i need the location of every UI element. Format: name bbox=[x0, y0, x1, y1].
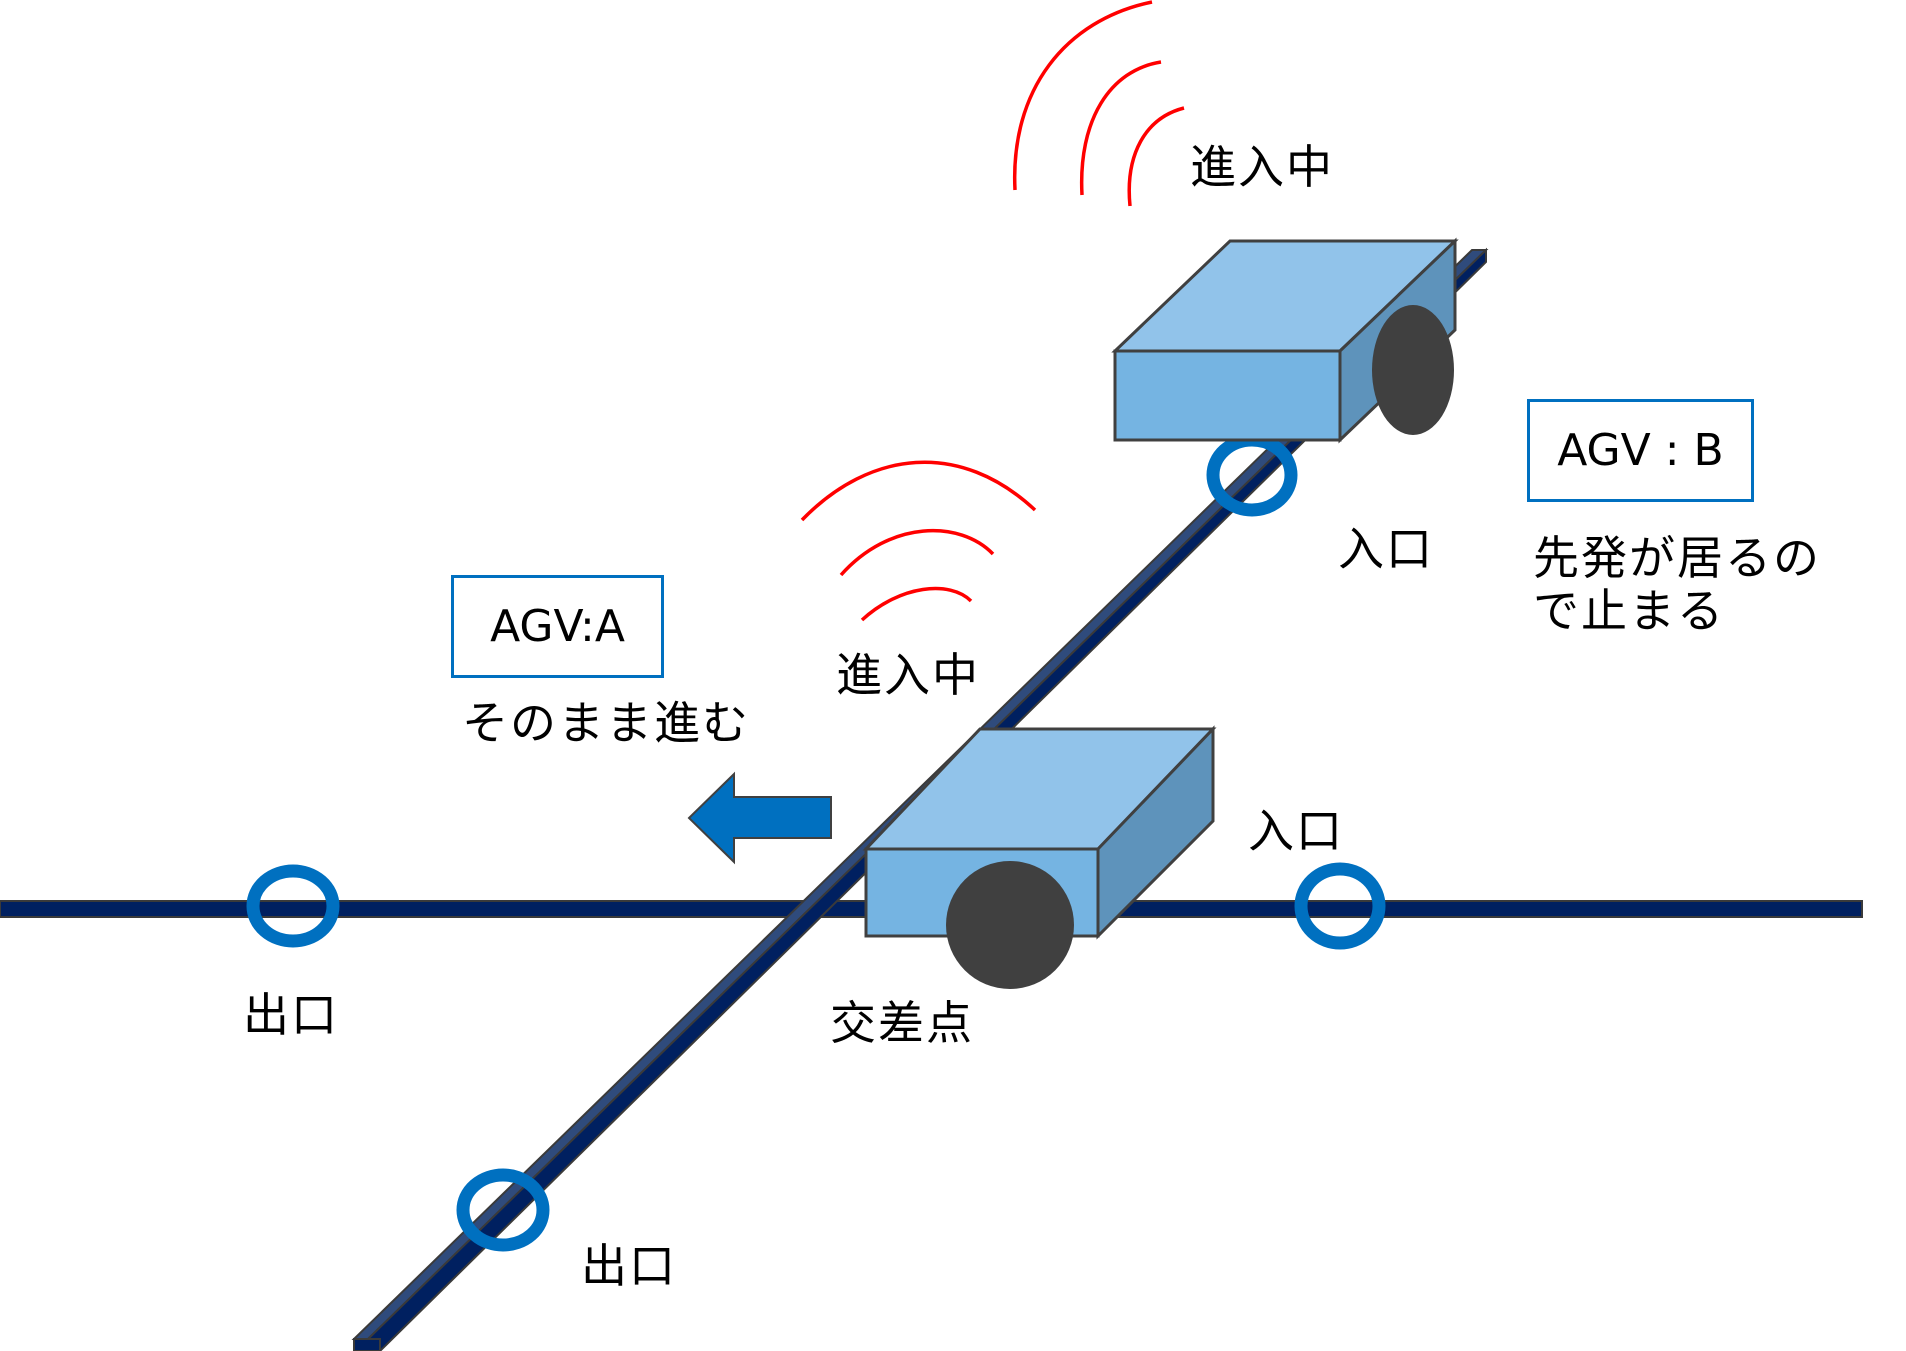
intersection-label: 交差点 bbox=[830, 996, 974, 1050]
agv-b-action-label: 先発が居るの で止まる bbox=[1533, 531, 1821, 638]
entrance-b-label: 入口 bbox=[1338, 522, 1434, 576]
signal-b-status-label: 進入中 bbox=[1190, 140, 1334, 194]
signal-waves-a-icon bbox=[800, 460, 1037, 622]
agv-b-tag-box: AGV : B bbox=[1527, 399, 1754, 502]
agv-a bbox=[862, 725, 1217, 989]
agv-b-tag: AGV : B bbox=[1557, 425, 1724, 476]
agv-a-tag: AGV:A bbox=[490, 601, 625, 652]
agv-a-wheel bbox=[946, 861, 1074, 989]
agv-a-action-label: そのまま進む bbox=[462, 696, 750, 750]
exit-marker-horizontal bbox=[246, 864, 340, 948]
signal-waves-b-icon bbox=[1012, 0, 1185, 207]
agv-a-tag-box: AGV:A bbox=[451, 575, 664, 678]
entrance-marker-horizontal bbox=[1294, 862, 1386, 950]
left-arrow-icon bbox=[687, 771, 832, 865]
exit-diagonal-label: 出口 bbox=[581, 1239, 677, 1293]
entrance-a-label: 入口 bbox=[1248, 804, 1344, 858]
exit-marker-diagonal bbox=[456, 1168, 550, 1252]
agv-b-front bbox=[1113, 349, 1342, 442]
signal-a-status-label: 進入中 bbox=[836, 648, 980, 702]
agv-b-wheel bbox=[1372, 305, 1454, 435]
agv-b bbox=[1111, 237, 1459, 444]
exit-horizontal-label: 出口 bbox=[243, 988, 339, 1042]
